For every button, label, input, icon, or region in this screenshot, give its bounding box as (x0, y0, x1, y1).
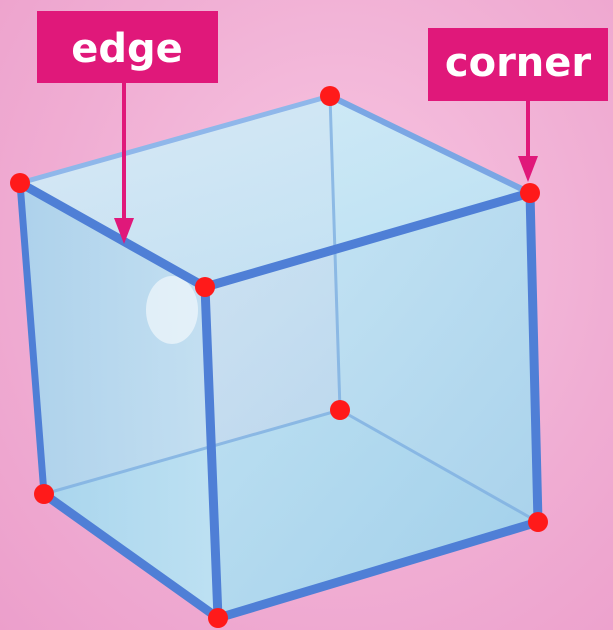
vertex-top-front (195, 277, 215, 297)
cube-edge-top-front-left (15, 178, 210, 292)
cube-edge-front-vertical (200, 282, 223, 623)
cube-edge-right-vertical (525, 188, 543, 527)
vertex-bottom-left (34, 484, 54, 504)
corner-callout: corner (428, 28, 608, 182)
vertex-top-right (520, 183, 540, 203)
corner-pointer-arrowhead (518, 156, 538, 182)
vertex-bottom-right (528, 512, 548, 532)
cube (10, 86, 548, 628)
cube-edge-top-front-right (200, 188, 535, 292)
cube-reflection (146, 276, 198, 344)
vertex-top-back (320, 86, 340, 106)
edge-callout: edge (37, 11, 218, 244)
cube-edge-bottom-left (39, 489, 223, 623)
edge-pointer-arrowhead (114, 218, 134, 244)
cube-edge-back-left (43, 408, 341, 496)
vertex-top-left (10, 173, 30, 193)
cube-edge-left-vertical (16, 179, 48, 498)
cube-edge-back-right (339, 408, 539, 524)
cube-edge-top-left (17, 93, 333, 186)
vertex-back-bottom (330, 400, 350, 420)
corner-label-box (428, 28, 608, 101)
corner-label: corner (445, 40, 592, 86)
cube-edge-bottom-right (213, 517, 543, 623)
edge-label-box (37, 11, 218, 83)
cube-top-face (20, 96, 530, 287)
vertex-bottom-front (208, 608, 228, 628)
cube-edge-top-back (327, 93, 533, 196)
cube-front-face (205, 193, 538, 618)
edge-label: edge (71, 26, 183, 72)
